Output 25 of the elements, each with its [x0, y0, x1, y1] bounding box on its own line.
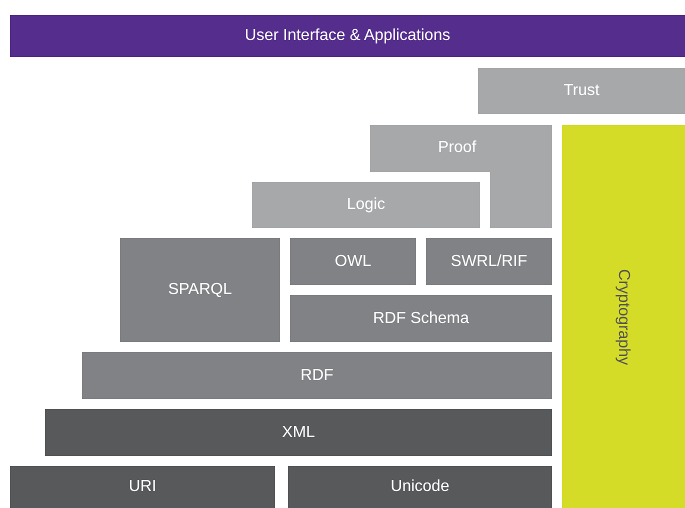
layer-block	[426, 238, 552, 285]
layer-label: RDF Schema	[372, 310, 470, 328]
layer-label: SPARQL	[168, 281, 232, 299]
layer-block	[10, 466, 275, 508]
layer-label: User Interface & Applications	[244, 27, 450, 45]
layer-label: Trust	[564, 82, 600, 100]
layer-block	[288, 466, 552, 508]
layer-label: RDF	[300, 366, 334, 384]
layer-block	[562, 125, 685, 508]
layer-block	[478, 68, 685, 114]
layer-block	[290, 238, 416, 285]
layer-label: Cryptography	[614, 268, 632, 365]
layer-label: Proof	[438, 139, 476, 157]
layer-block	[82, 352, 552, 399]
layer-label: Logic	[346, 196, 386, 214]
layer-block	[120, 238, 280, 342]
layer-block	[10, 15, 685, 57]
layer-label: URI	[128, 478, 156, 496]
layer-block	[252, 182, 480, 228]
layer-label: Unicode	[390, 478, 450, 496]
layer-label: SWRL/RIF	[450, 252, 528, 270]
layer-block	[45, 409, 552, 456]
layer-label: OWL	[334, 252, 372, 270]
layer-label: XML	[282, 424, 315, 442]
layer-block	[290, 295, 552, 342]
